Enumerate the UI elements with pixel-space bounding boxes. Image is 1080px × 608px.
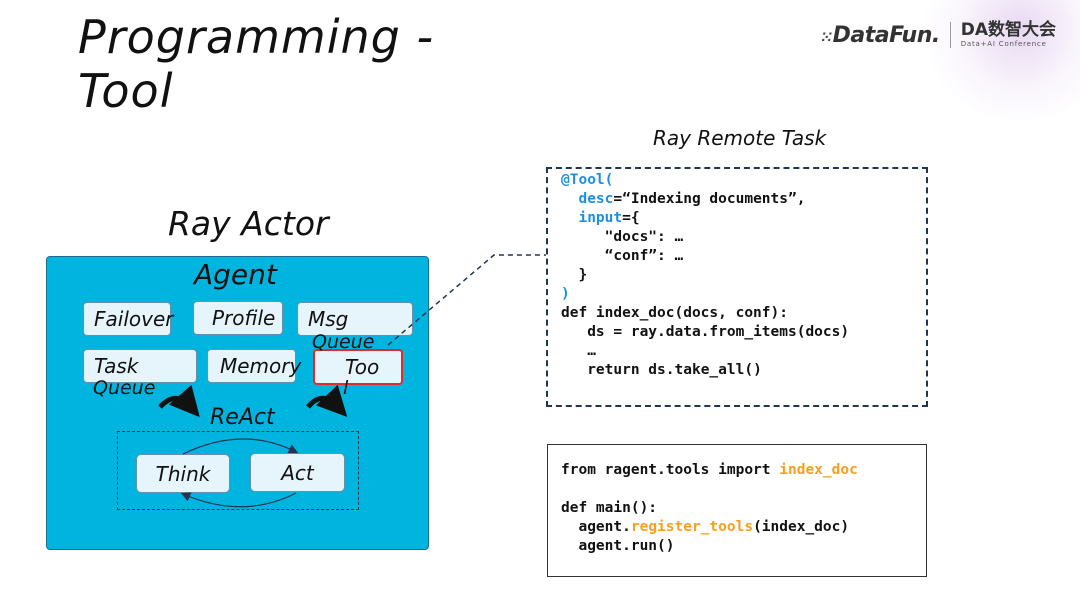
datafun-brand-text: DataFun. [832,22,941,48]
code-agent-obj: agent. [578,519,631,535]
main-code: from ragent.tools import index_doc def m… [561,461,858,556]
slide-title: Programming - Tool [78,10,435,118]
module-failover: Failover [83,302,173,336]
act-step: Act [250,453,345,492]
da-conference-logo: DA数智大会 Data+AI Conference [961,22,1056,48]
code-input-value: ={ [622,210,640,226]
code-import-name: index_doc [779,462,858,478]
code-register-call: register_tools [630,519,754,535]
conference-name-cn: DA数智大会 [960,20,1056,40]
msg-queue-overflow-text: Queue [312,331,375,353]
code-ds-line: ds = ray.data.from_items(docs) [587,324,850,340]
code-run-line: agent.run() [578,538,675,554]
code-register-args: (index_doc) [753,519,850,535]
code-ellipsis: … [587,343,596,359]
main-code-box [547,444,927,577]
code-docs-line: "docs": … [604,229,684,245]
module-task-queue: Task [83,349,197,383]
code-return-line: return ds.take_all() [587,362,762,378]
act-to-think-arrow [180,492,297,508]
conference-logo: ⁙DataFun. DA数智大会 Data+AI Conference [821,20,1056,50]
remote-task-code: @Tool( desc=“Indexing documents”, input=… [561,171,849,380]
task-queue-overflow-text: Queue [93,377,156,399]
code-input-key: input [578,210,623,226]
code-conf-line: “conf”: … [604,248,684,264]
react-label: ReAct [210,405,275,430]
curved-arrow-left [158,384,200,418]
ray-actor-label: Ray Actor [168,204,329,243]
code-decorator: @Tool( [561,172,614,188]
module-msg-queue: Msg [297,302,413,336]
code-close-brace: } [578,267,588,283]
react-loop-box [117,431,359,510]
module-memory: Memory [207,349,301,383]
agent-label: Agent [194,258,277,291]
code-close-paren: ) [561,286,570,302]
datafun-logo: ⁙DataFun. [820,22,941,48]
code-desc-key: desc [578,191,614,207]
module-profile: Profile [193,301,283,335]
code-main-def: def main(): [561,500,658,516]
curved-arrow-right [306,384,348,417]
remote-task-label: Ray Remote Task [653,126,827,150]
code-def-line: def index_doc(docs, conf): [561,305,788,321]
logo-divider [949,22,951,48]
tool-to-remote-connector [387,254,546,346]
code-desc-value: =“Indexing documents”, [613,191,806,207]
module-tool: Too [313,349,403,385]
code-import-prefix: from ragent.tools import [561,462,780,478]
think-to-act-arrow [182,438,299,455]
conference-name-en: Data+AI Conference [960,40,1047,48]
think-step: Think [136,454,230,493]
remote-task-code-box [546,167,928,407]
